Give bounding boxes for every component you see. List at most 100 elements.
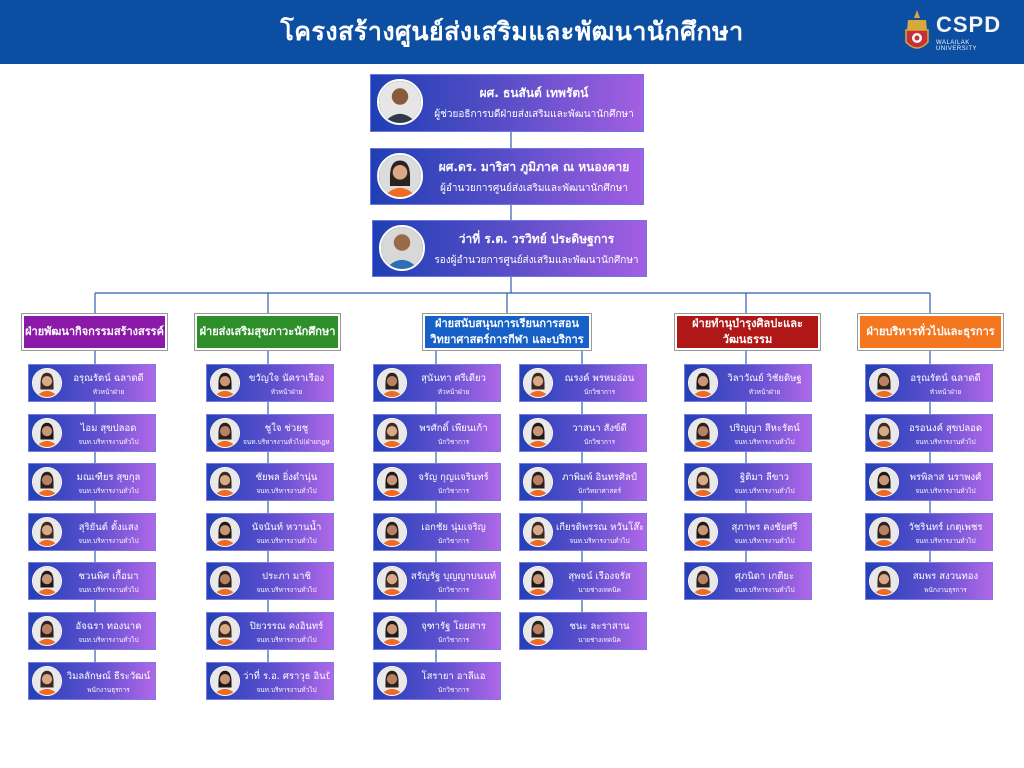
- staff-name: วัชรินทร์ เกตุเพชร: [908, 522, 983, 533]
- dept-title: ฝ่ายส่งเสริมสุขภาวะนักศึกษา: [199, 325, 336, 338]
- staff-role: จนท.บริหารงานทั่วไป: [734, 438, 795, 446]
- staff-card: ไอม สุขปลอดจนท.บริหารงานทั่วไป: [28, 414, 156, 452]
- staff-card: ณรงค์ พรหมอ่อนนักวิชาการ: [519, 364, 647, 402]
- dept-title: ฝ่ายพัฒนากิจกรรมสร้างสรรค์: [25, 325, 164, 338]
- staff-card: สุริยันต์ ตั้งแสงจนท.บริหารงานทั่วไป: [28, 513, 156, 551]
- staff-name: เกียรติพรรณ หวันโส๊ะ: [556, 522, 643, 533]
- staff-role: หัวหน้าฝ่าย: [92, 388, 125, 396]
- dept-sports-science-support: ฝ่ายสนับสนุนการเรียนการสอน วิทยาศาสตร์กา…: [423, 314, 591, 350]
- staff-name: ฐิติมา ลีขาว: [739, 472, 789, 483]
- avatar: [869, 566, 899, 596]
- staff-card: อรุณรัตน์ ฉลาดดีหัวหน้าฝ่าย: [865, 364, 993, 402]
- staff-name: ภาพิมพ์ อินทรศิลป์: [562, 472, 637, 483]
- staff-card: สุภาพร คงชัยศรีจนท.บริหารงานทั่วไป: [684, 513, 812, 551]
- staff-role: จนท.บริหารงานทั่วไป: [256, 537, 317, 545]
- staff-card: พรศักดิ์ เพียนเก้านักวิชาการ: [373, 414, 501, 452]
- avatar: [32, 566, 62, 596]
- staff-card: อรุณรัตน์ ฉลาดดีหัวหน้าฝ่าย: [28, 364, 156, 402]
- leader-card-1: ผศ. ธนสันต์ เทพรัตน์ ผู้ช่วยอธิการบดีฝ่า…: [370, 74, 644, 132]
- staff-name: ชูใจ ช่วยชู: [264, 423, 309, 434]
- avatar: [377, 566, 407, 596]
- staff-name: ชวนพิศ เกื้อมา: [78, 571, 139, 582]
- staff-role: พนักงานธุรการ: [87, 686, 130, 694]
- staff-role: จนท.บริหารงานทั่วไป: [256, 686, 317, 694]
- staff-name: ชัยพล ยิ่งดำนุ่น: [255, 472, 318, 483]
- staff-card: สรัญรัฐ บุญญาบนนท์นักวิชาการ: [373, 562, 501, 600]
- staff-name: นัจนันท์ หวานน้ำ: [251, 522, 322, 533]
- dept-creative-activities: ฝ่ายพัฒนากิจกรรมสร้างสรรค์: [22, 314, 167, 350]
- staff-role: จนท.บริหารงานทั่วไป: [915, 537, 976, 545]
- avatar: [377, 368, 407, 398]
- staff-role: จนท.บริหารงานทั่วไป: [569, 537, 630, 545]
- staff-card: ปิยวรรณ คงอินทร์จนท.บริหารงานทั่วไป: [206, 612, 334, 650]
- staff-name: สรัญรัฐ บุญญาบนนท์: [410, 571, 497, 582]
- staff-name: โสรายา อาลีแอ: [421, 671, 486, 682]
- staff-card: สุนันทา ศรีเดียวหัวหน้าฝ่าย: [373, 364, 501, 402]
- avatar: [32, 666, 62, 696]
- dept-title: ฝ่ายทำนุบำรุงศิลปะและวัฒนธรรม: [692, 317, 803, 346]
- staff-card: นัจนันท์ หวานน้ำจนท.บริหารงานทั่วไป: [206, 513, 334, 551]
- staff-name: ขวัญใจ นัคราเรือง: [248, 373, 325, 384]
- staff-role: จนท.บริหารงานทั่วไป: [734, 487, 795, 495]
- avatar: [377, 79, 423, 125]
- avatar: [32, 418, 62, 448]
- staff-role: หัวหน้าฝ่าย: [929, 388, 962, 396]
- leader-role: ผู้ช่วยอธิการบดีฝ่ายส่งเสริมและพัฒนานักศ…: [434, 109, 634, 120]
- staff-name: ไอม สุขปลอด: [80, 423, 137, 434]
- leader-card-3: ว่าที่ ร.ต. วรวิทย์ ประดิษฐการ รองผู้อำน…: [372, 220, 647, 277]
- avatar: [688, 467, 718, 497]
- avatar: [869, 418, 899, 448]
- staff-role: จนท.บริหารงานทั่วไป: [78, 438, 139, 446]
- staff-role: นักวิชาการ: [437, 537, 470, 545]
- staff-role: จนท.บริหารงานทั่วไป: [734, 586, 795, 594]
- staff-name: ว่าที่ ร.อ. ศราวุธ อินปัน: [243, 671, 330, 682]
- staff-role: จนท.บริหารงานทั่วไป: [78, 537, 139, 545]
- avatar: [523, 566, 553, 596]
- staff-name: อรุณรัตน์ ฉลาดดี: [910, 373, 981, 384]
- staff-card: อรอนงค์ สุขปลอดจนท.บริหารงานทั่วไป: [865, 414, 993, 452]
- avatar: [869, 517, 899, 547]
- staff-role: หัวหน้าฝ่าย: [437, 388, 470, 396]
- staff-role: นักวิชาการ: [583, 388, 616, 396]
- avatar: [377, 517, 407, 547]
- avatar: [523, 616, 553, 646]
- leader-role: ผู้อำนวยการศูนย์ส่งเสริมและพัฒนานักศึกษา: [440, 183, 628, 194]
- staff-card: ภาพิมพ์ อินทรศิลป์นักวิทยาศาสตร์: [519, 463, 647, 501]
- staff-name: อรุณรัตน์ ฉลาดดี: [73, 373, 144, 384]
- avatar: [869, 467, 899, 497]
- staff-card: วัชรินทร์ เกตุเพชรจนท.บริหารงานทั่วไป: [865, 513, 993, 551]
- staff-card: สมพร สงวนทองพนักงานธุรการ: [865, 562, 993, 600]
- avatar: [377, 666, 407, 696]
- staff-name: เอกชัย นุ่มเจริญ: [421, 522, 486, 533]
- staff-role: นักวิชาการ: [437, 636, 470, 644]
- crest-icon: [905, 10, 929, 49]
- staff-card: โสรายา อาลีแอนักวิชาการ: [373, 662, 501, 700]
- avatar: [210, 616, 240, 646]
- staff-name: สมพร สงวนทอง: [912, 571, 979, 582]
- staff-card: เกียรติพรรณ หวันโส๊ะจนท.บริหารงานทั่วไป: [519, 513, 647, 551]
- staff-name: จรัญ กุญแจรินทร์: [418, 472, 489, 483]
- logo-subtitle: WALAILAK UNIVERSITY: [936, 40, 978, 52]
- leader-name: ผศ. ธนสันต์ เทพรัตน์: [479, 86, 589, 100]
- avatar: [523, 368, 553, 398]
- staff-role: นักวิชาการ: [437, 686, 470, 694]
- staff-name: อรอนงค์ สุขปลอด: [908, 423, 983, 434]
- avatar: [688, 368, 718, 398]
- avatar: [523, 467, 553, 497]
- staff-name: วิมลลักษณ์ ธีระวัฒน์: [66, 671, 151, 682]
- staff-name: ปริญญา สีหะรัตน์: [729, 423, 800, 434]
- avatar: [377, 153, 423, 199]
- staff-card: มณเฑียร สุขกุลจนท.บริหารงานทั่วไป: [28, 463, 156, 501]
- staff-card: ชัยพล ยิ่งดำนุ่นจนท.บริหารงานทั่วไป: [206, 463, 334, 501]
- staff-card: วิมลลักษณ์ ธีระวัฒน์พนักงานธุรการ: [28, 662, 156, 700]
- staff-card: ฐิติมา ลีขาวจนท.บริหารงานทั่วไป: [684, 463, 812, 501]
- avatar: [377, 616, 407, 646]
- cspd-logo: CSPD WALAILAK UNIVERSITY: [900, 8, 1012, 58]
- logo-text: CSPD: [936, 12, 1002, 37]
- dept-title: ฝ่ายบริหารทั่วไปและธุรการ: [866, 325, 995, 338]
- staff-card: ชนะ ละราสานนายช่างเทคนิค: [519, 612, 647, 650]
- avatar: [210, 517, 240, 547]
- staff-card: จรัญ กุญแจรินทร์นักวิชาการ: [373, 463, 501, 501]
- staff-card: ว่าที่ ร.อ. ศราวุธ อินปันจนท.บริหารงานทั…: [206, 662, 334, 700]
- staff-card: เอกชัย นุ่มเจริญนักวิชาการ: [373, 513, 501, 551]
